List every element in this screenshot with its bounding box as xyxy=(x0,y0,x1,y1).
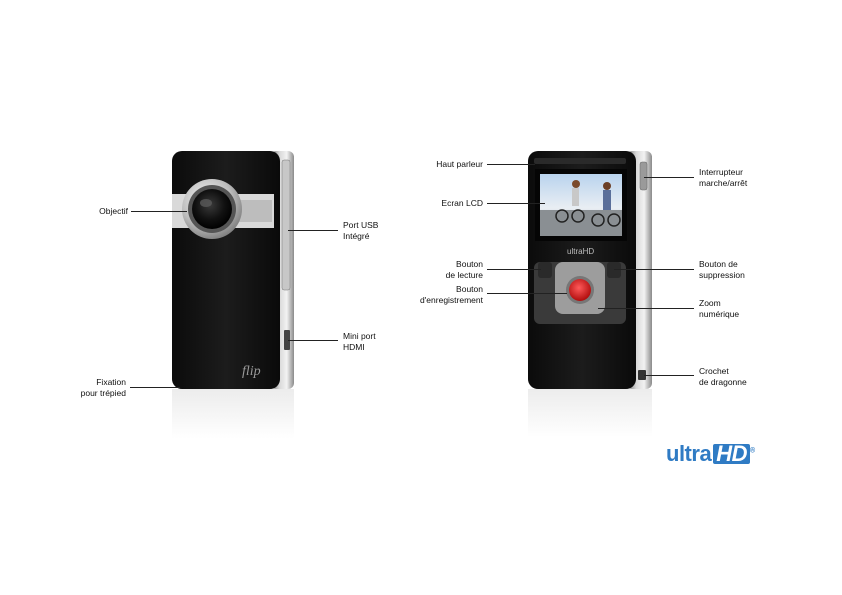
leader-zoom xyxy=(598,308,694,309)
left-reflection xyxy=(172,389,294,439)
lcd-image-cyclists xyxy=(540,180,622,236)
ultra-hd-device-logo: ultraHD xyxy=(567,247,594,256)
label-fixation: Fixation pour trépied xyxy=(80,377,126,398)
brand-registered: ® xyxy=(749,447,755,455)
label-ecran-lcd: Ecran LCD xyxy=(441,198,483,208)
label-haut-parleur: Haut parleur xyxy=(436,159,483,169)
power-switch[interactable] xyxy=(639,161,648,191)
brand-ultra: ultra xyxy=(666,441,712,466)
label-zoom: Zoom numérique xyxy=(699,298,740,319)
usb-slider xyxy=(281,159,291,291)
camera-right: ultraHD xyxy=(528,151,652,437)
leader-bouton-enregistrement xyxy=(487,293,567,294)
leader-interrupteur xyxy=(644,177,694,178)
label-bouton-lecture: Bouton de lecture xyxy=(445,259,483,280)
leader-ecran-lcd xyxy=(487,203,545,204)
leader-crochet xyxy=(644,375,694,376)
flip-logo: flip xyxy=(242,364,261,379)
label-mini-port: Mini port HDMI xyxy=(343,331,376,352)
leader-bouton-suppression xyxy=(614,269,694,270)
leader-port-usb xyxy=(288,230,338,231)
lens-highlight xyxy=(200,199,212,207)
record-button[interactable] xyxy=(569,279,591,301)
leader-mini-port xyxy=(288,340,338,341)
label-port-usb: Port USB Intégré xyxy=(343,220,379,241)
brand-hd: HD xyxy=(713,443,750,465)
label-interrupteur: Interrupteur marche/arrêt xyxy=(699,167,748,188)
label-bouton-enregistrement: Bouton d'enregistrement xyxy=(419,284,483,305)
label-objectif: Objectif xyxy=(99,206,128,216)
objectif-lens xyxy=(192,189,232,229)
strap-hook xyxy=(638,370,646,380)
speaker-slot xyxy=(534,158,626,164)
leader-haut-parleur xyxy=(487,164,535,165)
camera-left: flip xyxy=(172,151,294,439)
leader-objectif xyxy=(131,211,187,212)
leader-bouton-lecture xyxy=(487,269,541,270)
leader-fixation xyxy=(130,387,180,388)
right-reflection xyxy=(528,389,652,437)
hdmi-port xyxy=(284,330,290,350)
label-crochet: Crochet de dragonne xyxy=(699,366,747,387)
label-bouton-suppression: Bouton de suppression xyxy=(699,259,745,280)
speaker-grille xyxy=(238,200,272,222)
delete-button[interactable] xyxy=(607,262,621,278)
play-button[interactable] xyxy=(538,262,552,278)
